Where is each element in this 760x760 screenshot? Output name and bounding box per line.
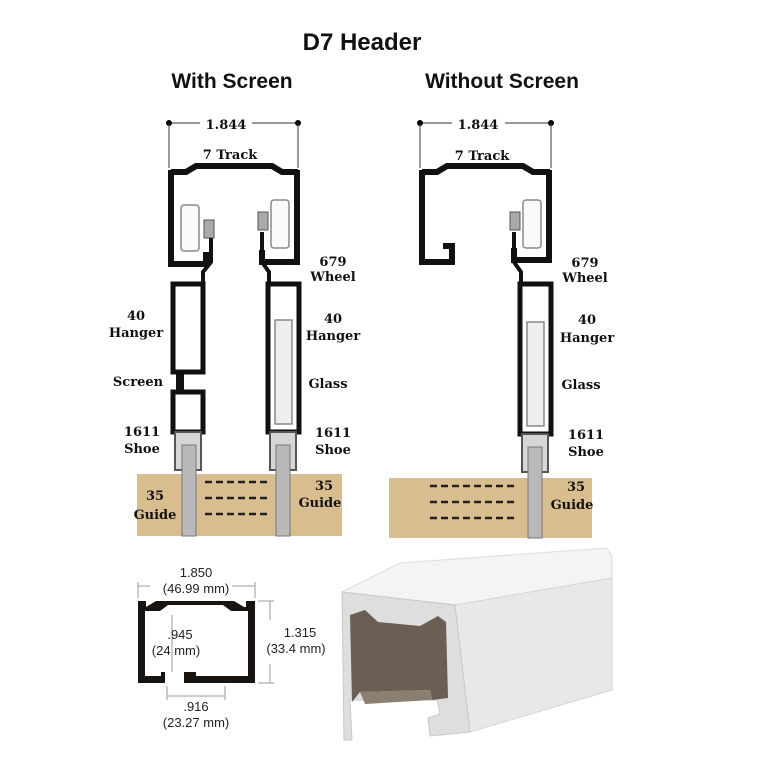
screen-hanger-lower — [170, 389, 206, 435]
with-screen-section: 1.844 7 Track 679 Wheel 40 Hanger 40 Han — [109, 118, 361, 537]
svg-text:679: 679 — [319, 255, 346, 270]
without-screen-heading: Without Screen — [425, 70, 579, 93]
svg-text:Hanger: Hanger — [109, 326, 164, 341]
svg-text:Shoe: Shoe — [124, 442, 160, 457]
svg-text:.916: .916 — [183, 699, 208, 714]
wheel-bracket — [257, 211, 269, 231]
glass-panel — [274, 319, 293, 425]
svg-text:1.844: 1.844 — [206, 118, 247, 133]
svg-text:Screen: Screen — [113, 375, 164, 390]
svg-text:35: 35 — [567, 480, 585, 495]
width-dimension: 1.844 — [166, 118, 301, 168]
svg-text:1611: 1611 — [315, 426, 351, 441]
guide-pin — [527, 446, 543, 539]
svg-text:679: 679 — [571, 256, 598, 271]
svg-text:Wheel: Wheel — [561, 271, 608, 286]
track-cross-section — [138, 601, 255, 683]
svg-text:1.315: 1.315 — [284, 625, 317, 640]
track-label: 7 Track — [203, 148, 258, 163]
guide-pin — [275, 444, 291, 537]
track-label: 7 Track — [455, 149, 510, 164]
wheel-bracket — [509, 211, 521, 231]
svg-text:Hanger: Hanger — [560, 331, 615, 346]
guide-block — [389, 478, 592, 538]
width-dimension: 1.844 — [417, 118, 554, 168]
track-extrusion-render — [340, 547, 613, 741]
page-title: D7 Header — [303, 29, 422, 56]
svg-text:Guide: Guide — [551, 498, 594, 513]
wheel — [270, 199, 290, 249]
svg-text:Guide: Guide — [299, 496, 342, 511]
svg-text:(46.99 mm): (46.99 mm) — [163, 581, 229, 596]
svg-text:Glass: Glass — [308, 377, 347, 392]
wheel — [522, 199, 542, 249]
wheel-bracket — [203, 219, 215, 239]
svg-text:1.850: 1.850 — [180, 565, 213, 580]
svg-text:Guide: Guide — [134, 508, 177, 523]
svg-text:Glass: Glass — [561, 378, 600, 393]
svg-text:40: 40 — [127, 309, 145, 324]
svg-text:35: 35 — [146, 489, 164, 504]
screen-hanger — [170, 281, 206, 375]
svg-text:40: 40 — [324, 312, 342, 327]
without-screen-section: 1.844 7 Track 679 Wheel 40 Hanger Glass … — [389, 118, 615, 539]
glass-panel — [526, 321, 545, 427]
svg-text:Shoe: Shoe — [568, 445, 604, 460]
svg-text:(33.4 mm): (33.4 mm) — [266, 641, 325, 656]
svg-text:1611: 1611 — [568, 428, 604, 443]
wheel — [180, 204, 200, 252]
svg-text:(23.27 mm): (23.27 mm) — [163, 715, 229, 730]
svg-text:1.844: 1.844 — [458, 118, 499, 133]
svg-text:Wheel: Wheel — [309, 270, 356, 285]
svg-text:Shoe: Shoe — [315, 443, 351, 458]
guide-block — [137, 474, 342, 536]
svg-text:35: 35 — [315, 479, 333, 494]
svg-text:1611: 1611 — [124, 425, 160, 440]
svg-text:.945: .945 — [167, 627, 192, 642]
svg-text:(24 mm): (24 mm) — [152, 643, 200, 658]
guide-pin — [181, 444, 197, 537]
svg-text:Hanger: Hanger — [306, 329, 361, 344]
with-screen-heading: With Screen — [171, 70, 292, 93]
svg-text:40: 40 — [578, 313, 596, 328]
track-profile-dimensions: 1.850 (46.99 mm) .945 (24 mm) 1.315 (33.… — [137, 565, 326, 730]
